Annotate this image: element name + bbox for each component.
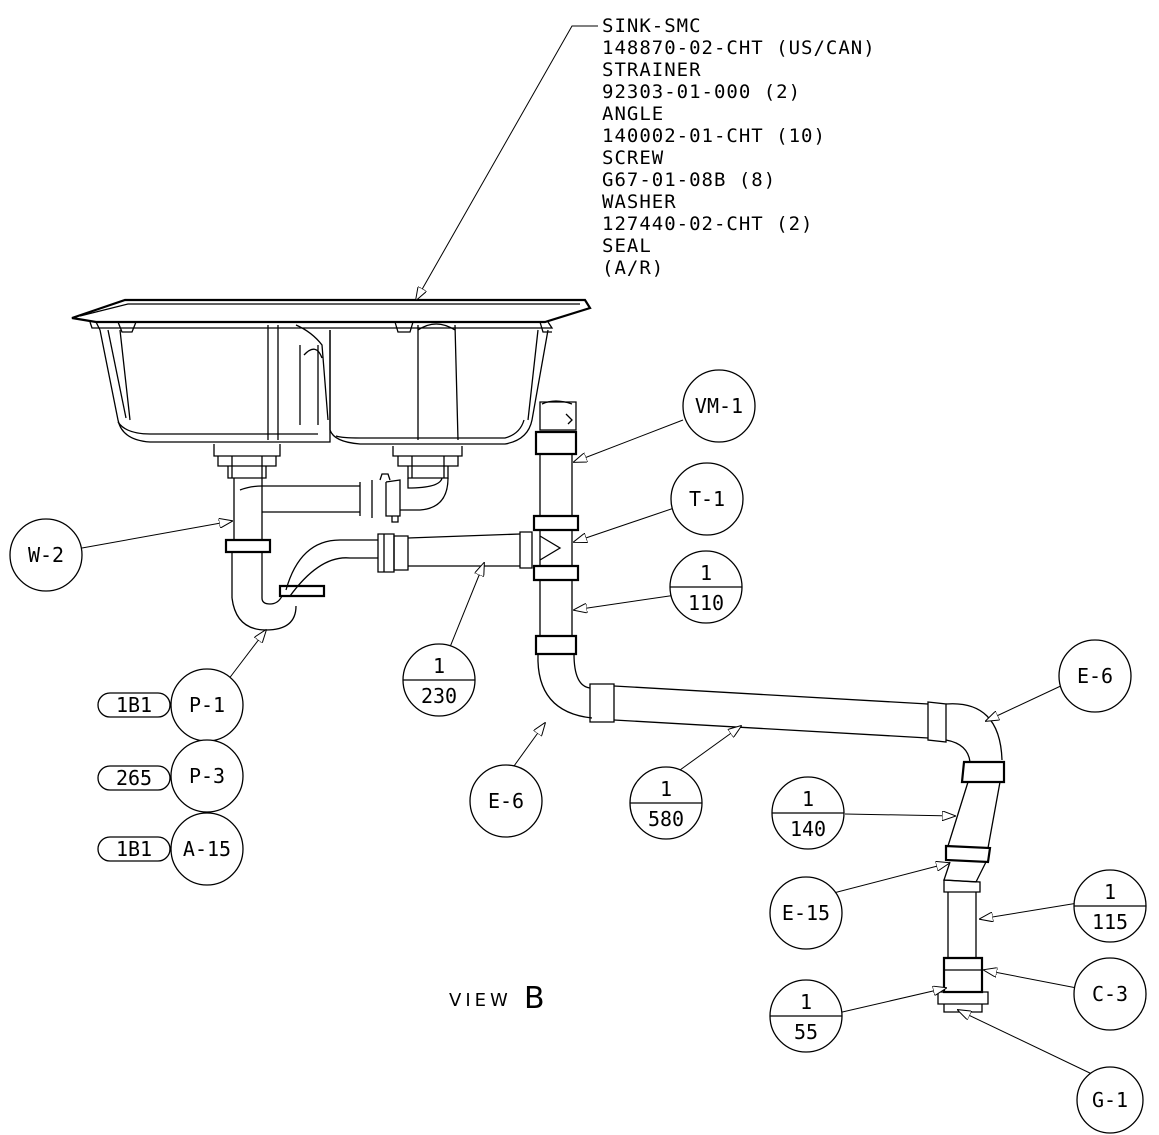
callout-230-top: 1 — [433, 654, 445, 678]
callout-140: 1 140 — [771, 776, 845, 850]
callout-p-1: 1B1 P-1 — [97, 668, 244, 742]
callout-580: 1 580 — [629, 766, 703, 840]
callout-115-top: 1 — [1104, 880, 1116, 904]
note-line-12: (A/R) — [602, 257, 664, 279]
note-line-5: ANGLE — [602, 103, 664, 125]
callout-140-bottom: 140 — [790, 817, 826, 841]
note-line-9: WASHER — [602, 191, 677, 213]
sink-note: SINK-SMC 148870-02-CHT (US/CAN) STRAINER… — [416, 15, 876, 300]
callout-230-bottom: 230 — [421, 684, 457, 708]
note-line-8: G67-01-08B (8) — [602, 169, 776, 191]
callout-vm-1-label: VM-1 — [695, 394, 743, 418]
note-line-4: 92303-01-000 (2) — [602, 81, 801, 103]
callout-230: 1 230 — [402, 643, 476, 717]
callout-580-top: 1 — [660, 777, 672, 801]
callout-g-1: G-1 — [1076, 1066, 1144, 1134]
callout-115-bottom: 115 — [1092, 910, 1128, 934]
callout-t-1-label: T-1 — [689, 487, 725, 511]
callout-w-2-label: W-2 — [28, 543, 64, 567]
note-line-11: SEAL — [602, 235, 652, 257]
view-label-prefix: VIEW — [449, 990, 512, 1011]
leader-lines — [81, 419, 1095, 1076]
view-label-letter: B — [524, 981, 545, 1016]
callout-g-1-label: G-1 — [1092, 1088, 1128, 1112]
note-line-7: SCREW — [602, 147, 664, 169]
callout-110-bottom: 110 — [688, 591, 724, 615]
callout-a-15-qty: 1B1 — [116, 837, 152, 861]
callout-c-3: C-3 — [1073, 957, 1147, 1031]
view-label: VIEW B — [449, 981, 545, 1016]
callout-a-15-label: A-15 — [183, 837, 231, 861]
note-line-6: 140002-01-CHT (10) — [602, 125, 826, 147]
callout-e-6-left-label: E-6 — [488, 789, 524, 813]
callout-55-bottom: 55 — [794, 1020, 818, 1044]
callout-e-6-right: E-6 — [1058, 639, 1132, 713]
callout-140-top: 1 — [802, 787, 814, 811]
callout-110-top: 1 — [700, 561, 712, 585]
callout-55: 1 55 — [769, 979, 843, 1053]
callout-e-6-right-label: E-6 — [1077, 664, 1113, 688]
callout-55-top: 1 — [800, 990, 812, 1014]
callout-p-3: 265 P-3 — [97, 739, 244, 813]
note-line-1: SINK-SMC — [602, 15, 702, 37]
callout-c-3-label: C-3 — [1092, 982, 1128, 1006]
callout-a-15: 1B1 A-15 — [97, 812, 244, 886]
callout-p-3-qty: 265 — [116, 766, 152, 790]
double-sink — [71, 298, 592, 479]
callout-580-bottom: 580 — [648, 807, 684, 831]
note-line-10: 127440-02-CHT (2) — [602, 213, 813, 235]
callout-w-2: W-2 — [9, 518, 83, 592]
callout-115: 1 115 — [1073, 869, 1147, 943]
callout-110: 1 110 — [669, 550, 743, 624]
callout-e-15: E-15 — [769, 876, 843, 950]
callout-e-15-label: E-15 — [782, 901, 830, 925]
callout-t-1: T-1 — [670, 462, 744, 536]
callout-p-3-label: P-3 — [189, 764, 225, 788]
note-line-2: 148870-02-CHT (US/CAN) — [602, 37, 876, 59]
note-line-3: STRAINER — [602, 59, 702, 81]
callout-e-6-left: E-6 — [469, 764, 543, 838]
waste-piping — [224, 400, 1006, 1013]
callout-vm-1: VM-1 — [682, 369, 756, 443]
callout-p-1-label: P-1 — [189, 693, 225, 717]
callout-p-1-qty: 1B1 — [116, 693, 152, 717]
